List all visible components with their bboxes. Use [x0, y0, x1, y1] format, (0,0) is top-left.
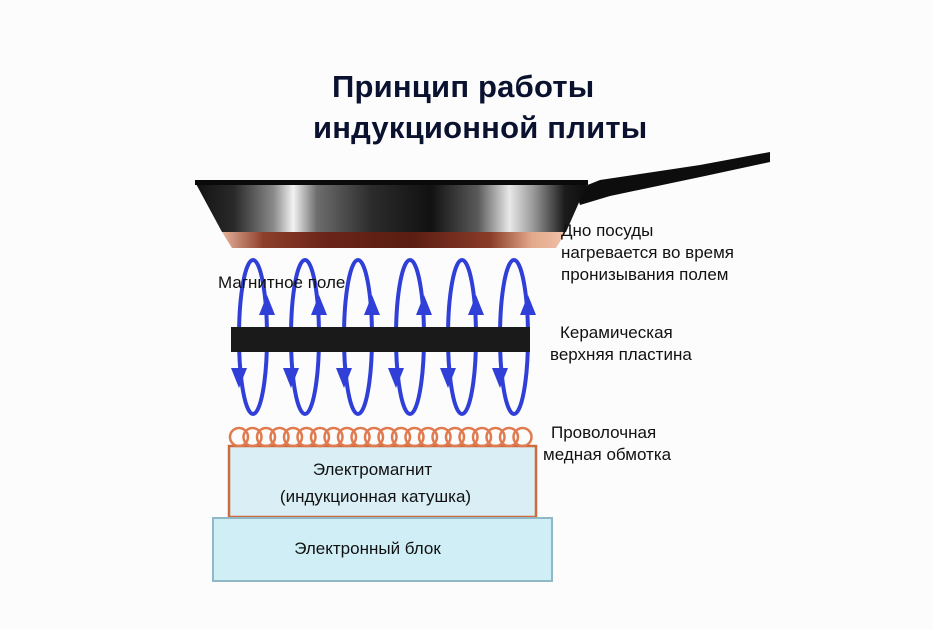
field-arrow-down — [336, 368, 352, 388]
electromagnet-label-line-2: (индукционная катушка) — [279, 487, 472, 506]
pan-body — [195, 182, 588, 232]
field-arrow-up — [364, 295, 380, 315]
coil-turn — [512, 426, 533, 448]
electromagnet-label: Электромагнит (индукционная катушка) — [229, 459, 536, 508]
field-arrow-down — [492, 368, 508, 388]
coil-turn — [363, 426, 385, 448]
field-arrow-down — [388, 368, 404, 388]
coil-turn — [390, 426, 412, 448]
coil-turn — [458, 426, 479, 448]
coil-turn — [498, 426, 520, 448]
coil-turn — [228, 426, 250, 448]
field-arrow-down — [440, 368, 456, 388]
pan-label-line-3: пронизывания полем — [561, 265, 729, 284]
coil-turn — [444, 426, 466, 448]
coil-turn — [377, 426, 398, 448]
pan-label-line-1: Дно посуды — [561, 221, 654, 240]
coil-turn — [471, 426, 493, 448]
coil-turn — [282, 426, 304, 448]
coil-turn — [404, 426, 425, 448]
copper-winding — [228, 426, 533, 448]
ceramic-label-line-2: верхняя пластина — [550, 345, 692, 364]
ceramic-plate — [231, 327, 530, 352]
field-arrow-up — [259, 295, 275, 315]
coil-turn — [269, 426, 290, 448]
pan-bottom — [222, 232, 566, 248]
coil-wire-label-line-2: медная обмотка — [543, 445, 672, 464]
coil-turn — [242, 426, 263, 448]
electronics-label: Электронный блок — [294, 539, 441, 558]
pan-handle — [575, 152, 770, 205]
coil-turn — [417, 426, 439, 448]
coil-turn — [296, 426, 317, 448]
coil-wire-label: Проволочная медная обмотка — [543, 422, 671, 466]
field-arrow-up — [468, 295, 484, 315]
coil-turn — [323, 426, 344, 448]
field-arrow-up — [416, 295, 432, 315]
pan-label-line-2: нагревается во время — [561, 243, 735, 262]
electromagnet-label-line-1: Электромагнит — [312, 460, 433, 479]
coil-turn — [336, 426, 358, 448]
coil-turn — [255, 426, 277, 448]
ceramic-label-line-1: Керамическая — [560, 323, 673, 342]
electromagnet-box — [227, 444, 538, 519]
frying-pan — [195, 152, 770, 248]
field-arrow-down — [283, 368, 299, 388]
field-arrow-up — [520, 295, 536, 315]
magnetic-field-label: Магнитное поле — [218, 273, 346, 292]
title-line-1: Принцип работы — [332, 69, 595, 104]
coil-wire-label-line-1: Проволочная — [551, 423, 657, 442]
field-arrow-down — [231, 368, 247, 388]
title-line-2: индукционной плиты — [313, 110, 648, 145]
coil-turn — [431, 426, 452, 448]
pan-rim — [195, 180, 588, 185]
coil-turn — [350, 426, 371, 448]
pan-label: Дно посуды нагревается во время пронизыв… — [561, 220, 734, 286]
ceramic-label: Керамическая верхняя пластина — [550, 322, 692, 366]
electronics-box — [212, 517, 553, 582]
coil-turn — [485, 426, 506, 448]
coil-turn — [309, 426, 331, 448]
field-arrow-up — [311, 295, 327, 315]
